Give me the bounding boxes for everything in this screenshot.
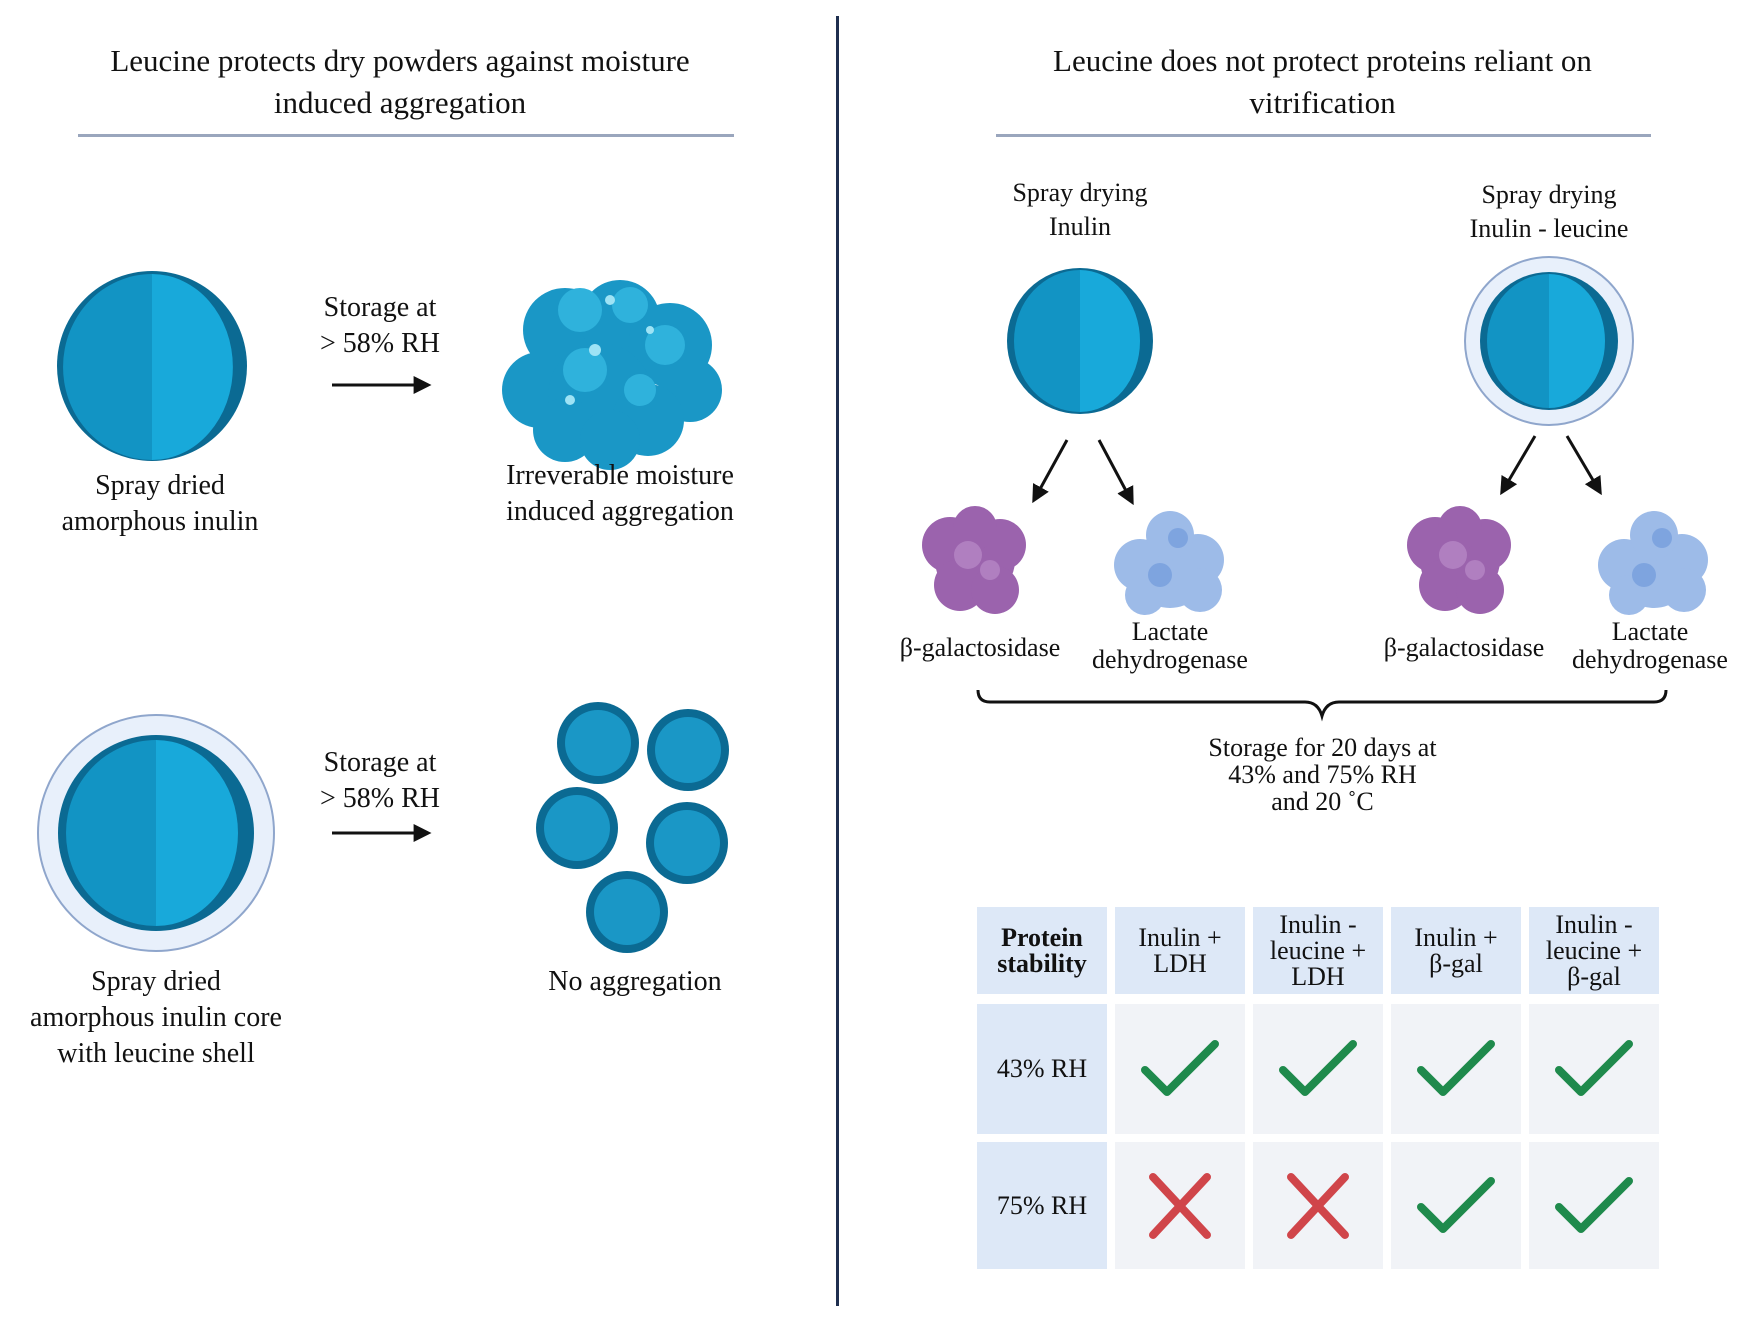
table-cell-result bbox=[1529, 1004, 1659, 1134]
check-icon bbox=[1279, 1040, 1357, 1096]
separate-particles-icon bbox=[536, 702, 729, 953]
check-icon bbox=[1555, 1040, 1633, 1096]
beta-galactosidase-label: β-galactosidase bbox=[1383, 633, 1545, 662]
table-cell-result bbox=[1253, 1142, 1383, 1269]
spray-dried-core-shell-label: Spray dried amorphous inulin core with l… bbox=[30, 966, 282, 1069]
check-icon bbox=[1417, 1176, 1495, 1233]
right-title: Leucine does not protect proteins relian… bbox=[1053, 43, 1592, 120]
table-cell-result bbox=[1115, 1004, 1245, 1134]
inulin-particle-icon bbox=[57, 271, 247, 461]
beta-galactosidase-label: β-galactosidase bbox=[899, 633, 1061, 662]
table-row-label: 43% RH bbox=[977, 1004, 1107, 1134]
left-title: Leucine protects dry powders against moi… bbox=[110, 43, 690, 120]
table-cell-result bbox=[1391, 1004, 1521, 1134]
left-title-underline bbox=[78, 134, 734, 137]
arrow-down-left-icon bbox=[1500, 435, 1537, 496]
spray-dried-inulin-label: Spray dried amorphous inulin bbox=[61, 470, 259, 537]
table-cell-result bbox=[1115, 1142, 1245, 1269]
table-column-header: Inulin +β-gal bbox=[1391, 907, 1521, 994]
table-row-label: 75% RH bbox=[977, 1142, 1107, 1269]
beta-galactosidase-protein-icon bbox=[922, 506, 1026, 614]
no-aggregation-label: No aggregation bbox=[548, 966, 722, 997]
table-cell-result bbox=[1253, 1004, 1383, 1134]
check-icon bbox=[1555, 1176, 1633, 1233]
right-title-underline bbox=[996, 134, 1651, 137]
cross-icon bbox=[1287, 1172, 1349, 1239]
aggregation-label: Irreverable moisture induced aggregation bbox=[506, 460, 734, 527]
aggregate-cluster-icon bbox=[502, 280, 722, 470]
lactate-dehydrogenase-label: Lactate dehydrogenase bbox=[1572, 617, 1728, 674]
lactate-dehydrogenase-protein-icon bbox=[1114, 511, 1224, 615]
curly-brace-icon bbox=[976, 689, 1668, 722]
table-cell-result bbox=[1529, 1142, 1659, 1269]
check-icon bbox=[1141, 1040, 1219, 1096]
cross-icon bbox=[1149, 1172, 1211, 1239]
spray-drying-inulin-label: Spray drying Inulin bbox=[1012, 178, 1148, 241]
inulin-leucine-particle-icon bbox=[1464, 256, 1634, 426]
table-column-header: Inulin -leucine +β-gal bbox=[1529, 907, 1659, 994]
table-cell-result bbox=[1391, 1142, 1521, 1269]
lactate-dehydrogenase-protein-icon bbox=[1598, 511, 1708, 615]
check-icon bbox=[1417, 1040, 1495, 1096]
panel-divider bbox=[836, 16, 839, 1306]
beta-galactosidase-protein-icon bbox=[1407, 506, 1511, 614]
storage-conditions-label: Storage for 20 days at 43% and 75% RH an… bbox=[1208, 733, 1437, 816]
arrow-down-left-icon bbox=[1032, 439, 1069, 504]
storage-condition-label: Storage at > 58% RH bbox=[319, 292, 440, 359]
spray-drying-inulin-leucine-label: Spray drying Inulin - leucine bbox=[1469, 180, 1629, 243]
table-column-header: Inulin +LDH bbox=[1115, 907, 1245, 994]
arrow-down-right-icon bbox=[1565, 435, 1602, 496]
table-column-header: Inulin -leucine +LDH bbox=[1253, 907, 1383, 994]
storage-condition-label: Storage at > 58% RH bbox=[319, 747, 440, 814]
inulin-particle-icon bbox=[1007, 268, 1153, 414]
arrow-down-right-icon bbox=[1097, 439, 1134, 506]
inulin-leucine-particle-icon bbox=[37, 714, 275, 952]
lactate-dehydrogenase-label: Lactate dehydrogenase bbox=[1092, 617, 1248, 674]
